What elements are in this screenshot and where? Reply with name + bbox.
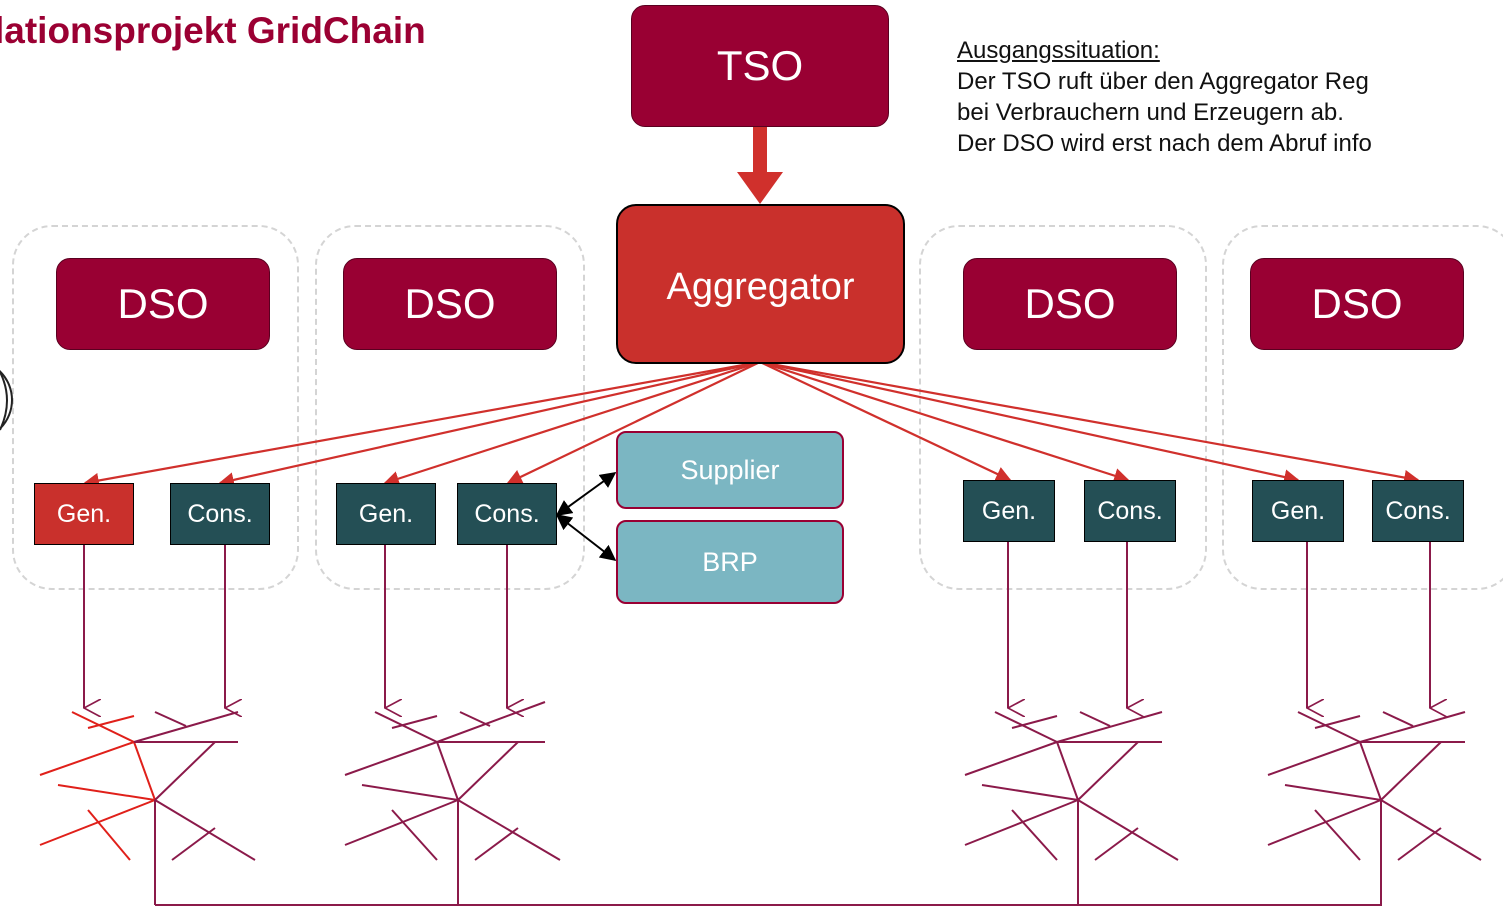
- grid-network-4: [1267, 711, 1482, 861]
- supplier-box: Supplier: [616, 431, 844, 509]
- tso-label: TSO: [716, 42, 804, 89]
- generator-node-3: Gen.: [963, 480, 1055, 542]
- generator-node-2: Gen.: [336, 483, 436, 545]
- consumer-node-1: Cons.: [170, 483, 270, 545]
- dso-box-4: DSO: [1250, 258, 1464, 350]
- dso-region-2: [315, 225, 585, 590]
- consumer-label-1: Cons.: [187, 499, 253, 528]
- brp-label: BRP: [702, 546, 758, 577]
- down-arrows: [84, 542, 1430, 708]
- supplier-label: Supplier: [680, 454, 780, 485]
- edge-arc: [0, 371, 8, 431]
- cons-supplier-brp-arrows: [555, 472, 617, 561]
- consumer-node-3: Cons.: [1084, 480, 1176, 542]
- dso-region-4: [1222, 225, 1503, 590]
- generator-node-4: Gen.: [1252, 480, 1344, 542]
- edge-shape: [0, 370, 13, 430]
- generator-label-3: Gen.: [981, 496, 1037, 525]
- consumer-label-3: Cons.: [1097, 496, 1163, 525]
- generator-node-1: Gen.: [34, 483, 134, 545]
- dso-region-1: [12, 225, 299, 590]
- bottom-bus-line: [155, 800, 1382, 906]
- generator-label-1: Gen.: [56, 499, 112, 528]
- dso-box-2: DSO: [343, 258, 557, 350]
- aggregator-box: Aggregator: [616, 204, 905, 364]
- grid-network-1: [39, 711, 256, 905]
- description-line-2: bei Verbrauchern und Erzeugern ab.: [957, 99, 1344, 126]
- tso-box: TSO: [631, 5, 889, 127]
- aggregator-fanout-arrows: [83, 360, 1420, 489]
- grid-network-3: [964, 711, 1179, 905]
- consumer-node-4: Cons.: [1372, 480, 1464, 542]
- dso-label-4: DSO: [1311, 280, 1403, 327]
- brp-box: BRP: [616, 520, 844, 604]
- page-title: lationsprojekt GridChain: [0, 10, 426, 51]
- description-heading: Ausgangssituation:: [957, 37, 1160, 64]
- description-text: Ausgangssituation: Der TSO ruft über den…: [957, 35, 1372, 159]
- dso-region-3: [919, 225, 1207, 590]
- dso-box-1: DSO: [56, 258, 270, 350]
- aggregator-label: Aggregator: [666, 266, 855, 308]
- consumer-node-2: Cons.: [457, 483, 557, 545]
- description-line-3: Der DSO wird erst nach dem Abruf info: [957, 130, 1372, 157]
- dso-label-2: DSO: [404, 280, 496, 327]
- grid-network-2: [344, 701, 561, 905]
- tso-to-aggregator-arrow: [737, 127, 783, 204]
- consumer-label-2: Cons.: [474, 499, 540, 528]
- dso-label-3: DSO: [1024, 280, 1116, 327]
- dso-label-1: DSO: [117, 280, 209, 327]
- consumer-label-4: Cons.: [1385, 496, 1451, 525]
- generator-label-4: Gen.: [1270, 496, 1326, 525]
- description-line-1: Der TSO ruft über den Aggregator Reg: [957, 68, 1369, 95]
- dso-box-3: DSO: [963, 258, 1177, 350]
- generator-label-2: Gen.: [358, 499, 414, 528]
